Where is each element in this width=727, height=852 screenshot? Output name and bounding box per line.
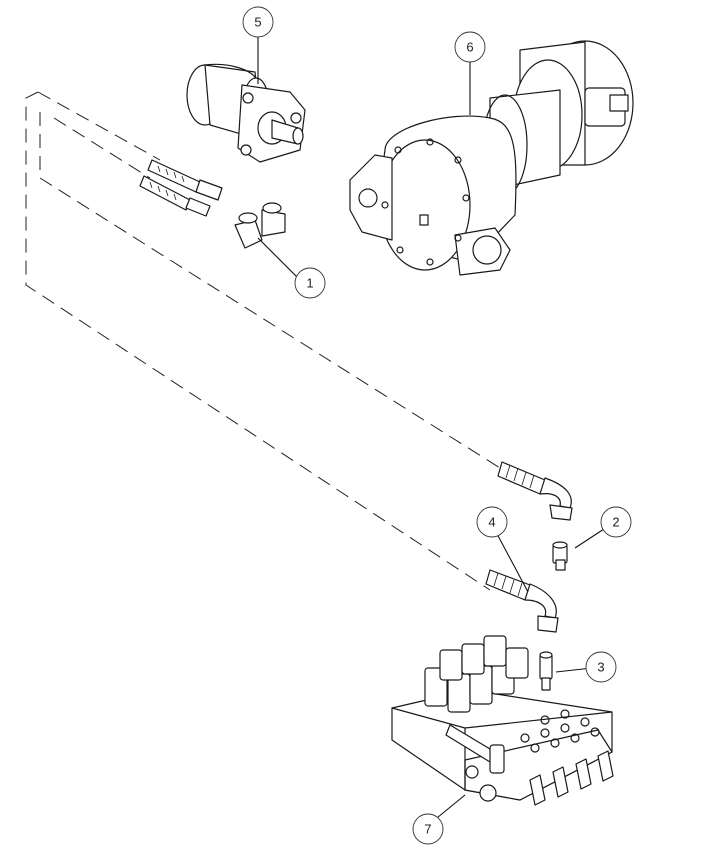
callout-label: 2 [612, 515, 619, 530]
upper-hoses [139, 159, 223, 217]
callout-label: 1 [306, 276, 313, 291]
routing-line-upper-a [37, 91, 161, 161]
adapter-fitting-2 [552, 541, 568, 571]
control-valve-block [391, 635, 614, 806]
callout-5: 5 [242, 6, 274, 38]
winch-assembly [349, 40, 634, 276]
callout-6: 6 [454, 31, 486, 63]
routing-line-inner [39, 112, 501, 469]
valve-handles [465, 750, 614, 806]
hose-routing-lines [25, 91, 501, 591]
callout-label: 5 [254, 15, 261, 30]
leader-4 [495, 531, 529, 593]
elbow-fittings [234, 202, 286, 249]
callout-label: 3 [597, 660, 604, 675]
callout-label: 4 [488, 515, 495, 530]
leader-1 [257, 237, 301, 281]
callout-4: 4 [476, 506, 508, 538]
callout-label: 6 [466, 40, 473, 55]
adapter-fitting-3 [539, 651, 553, 691]
lower-hose-b [485, 569, 559, 633]
callout-3: 3 [585, 651, 617, 683]
callout-label: 7 [424, 822, 431, 837]
leader-2 [574, 526, 608, 549]
routing-line-outer [25, 91, 491, 591]
valve-ports [520, 709, 600, 753]
callout-7: 7 [412, 813, 444, 845]
callout-1: 1 [294, 267, 326, 299]
routing-line-upper-b [53, 117, 151, 179]
hydraulic-motor [186, 63, 306, 163]
callout-2: 2 [600, 506, 632, 538]
lower-hose-a [497, 461, 573, 521]
valve-spools [424, 635, 529, 713]
